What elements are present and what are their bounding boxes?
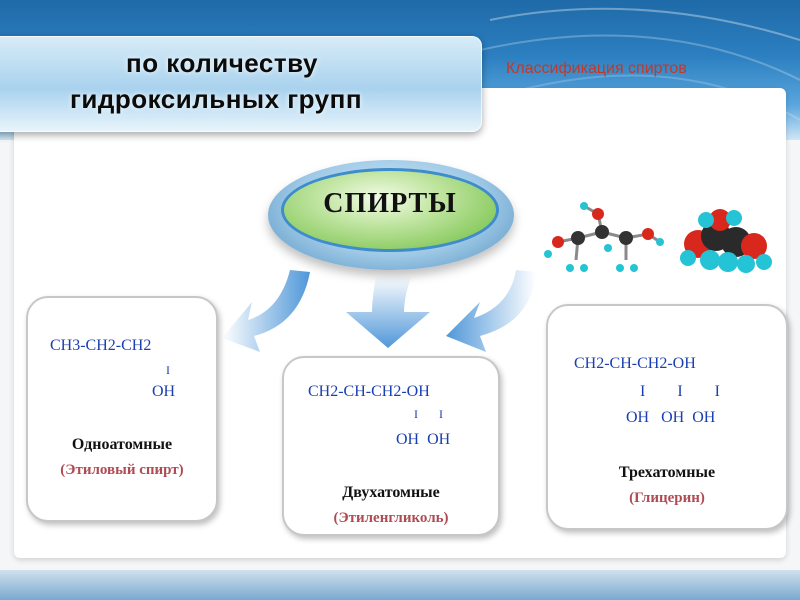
molecule-ball-stick-icon [544, 202, 664, 272]
formula-hydroxyl: OH [152, 383, 176, 400]
group-example: (Глицерин) [629, 490, 705, 506]
group-box-trihydric [546, 304, 788, 530]
formula-main: СН2-СН-СН2-ОН [308, 383, 430, 400]
molecule-space-filling-icon [680, 209, 772, 273]
group-box-monohydric [26, 296, 218, 522]
formula-hydroxyl: OH OH [396, 431, 451, 448]
formula-bond: I I [414, 407, 443, 421]
group-example: (Этиловый спирт) [60, 462, 184, 478]
group-example: (Этиленгликоль) [333, 510, 449, 526]
group-name: Трехатомные [618, 464, 716, 481]
group-name: Двухатомные [342, 484, 440, 501]
slide-title-line-2: гидроксильных групп [70, 84, 363, 114]
formula-main: СН3-СН2-СН2 [50, 337, 152, 354]
formula-main: СН2-СН-СН2-ОН [574, 355, 696, 372]
group-name: Одноатомные [71, 436, 173, 453]
title-plate [0, 36, 482, 132]
formula-bond: I [166, 363, 170, 377]
center-label: СПИРТЫ [323, 188, 457, 219]
group-box-dihydric [282, 356, 500, 536]
slide-title-line-1: по количеству [126, 48, 318, 78]
center-disc-inner [281, 168, 499, 252]
section-label: Классификация спиртов [506, 60, 687, 77]
formula-hydroxyl: OH OH OH [626, 409, 716, 426]
formula-bond: I I I [640, 383, 720, 400]
footer-band [0, 570, 800, 600]
